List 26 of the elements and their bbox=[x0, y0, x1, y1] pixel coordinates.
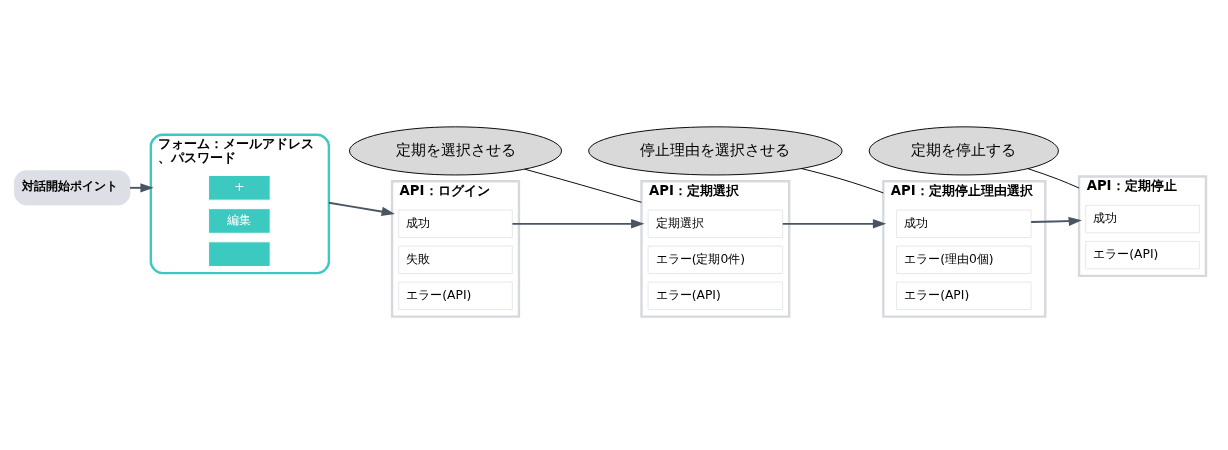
arrow bbox=[781, 218, 887, 228]
node-box: エラー(API) bbox=[1085, 240, 1200, 269]
node-box: エラー(API) bbox=[896, 281, 1032, 310]
node-ellipse: 停止理由を選択させる bbox=[588, 125, 843, 175]
connector bbox=[801, 167, 884, 193]
node-box: 対話開始ポイント bbox=[13, 169, 131, 205]
node-box: 定期選択 bbox=[647, 209, 784, 238]
node-ellipse: 定期を停止する bbox=[868, 125, 1059, 175]
connector bbox=[1027, 167, 1080, 188]
connector bbox=[524, 168, 642, 203]
node-box: 成功 bbox=[896, 209, 1032, 238]
node-box: エラー(API) bbox=[398, 281, 513, 310]
node-box: + bbox=[208, 174, 271, 201]
arrow bbox=[129, 182, 154, 192]
node-box: 編集 bbox=[208, 207, 271, 234]
node-box bbox=[208, 240, 271, 267]
arrow bbox=[327, 201, 395, 216]
arrow bbox=[1030, 216, 1082, 226]
node-box: エラー(定期0件) bbox=[647, 245, 784, 274]
node-box: 失敗 bbox=[398, 245, 513, 274]
node-box: 成功 bbox=[398, 209, 513, 238]
node-box: エラー(API) bbox=[647, 281, 784, 310]
node-ellipse: 定期を選択させる bbox=[349, 125, 562, 175]
node-box: 成功 bbox=[1085, 204, 1200, 233]
node-box: エラー(理由0個) bbox=[896, 245, 1032, 274]
arrow bbox=[511, 218, 645, 228]
